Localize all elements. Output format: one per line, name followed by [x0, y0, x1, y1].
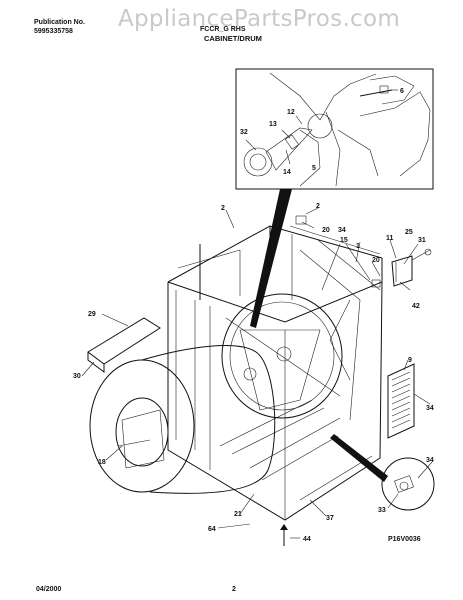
zoom-detail-circle	[330, 434, 435, 511]
leader-lines	[81, 89, 433, 539]
callout-29: 29	[88, 311, 96, 318]
callout-30: 30	[73, 373, 81, 380]
inset-detail	[235, 68, 434, 190]
callout-5: 5	[312, 165, 316, 172]
callout-9: 9	[408, 357, 412, 364]
model-number: FCCR_G RHS	[200, 26, 246, 33]
callout-21: 21	[234, 511, 242, 518]
callout-20a: 20	[322, 227, 330, 234]
callout-18: 18	[98, 459, 106, 466]
callout-44: 44	[303, 536, 311, 543]
callout-25: 25	[405, 229, 413, 236]
callout-13: 13	[269, 121, 277, 128]
section-title: CABINET/DRUM	[204, 34, 262, 43]
callout-labels: 6 12 13 32 14 5 2 2 20 34 11 25 31 15 1 …	[73, 88, 434, 543]
callout-14: 14	[283, 169, 291, 176]
diagram-code: P16V0036	[388, 536, 421, 543]
drum-baffle	[87, 317, 161, 373]
drum-bulkhead	[221, 293, 343, 419]
drum	[89, 345, 276, 494]
callout-33: 33	[378, 507, 386, 514]
callout-15: 15	[340, 237, 348, 244]
callout-1: 1	[356, 243, 360, 250]
watermark: AppliancePartsPros.com	[118, 6, 401, 32]
footer-page-number: 2	[232, 586, 236, 593]
callout-2a: 2	[221, 205, 225, 212]
callout-64: 64	[208, 526, 216, 533]
door-switch-bracket	[391, 248, 432, 287]
callout-2b: 2	[316, 203, 320, 210]
callout-32: 32	[240, 129, 248, 136]
vent-grille	[387, 363, 415, 439]
screw	[280, 524, 288, 546]
inset-pointer	[250, 189, 292, 328]
footer-date: 04/2000	[36, 586, 62, 593]
publication-label: Publication No.	[34, 19, 85, 26]
callout-12: 12	[287, 109, 295, 116]
callout-34b: 34	[426, 405, 434, 412]
callout-42: 42	[412, 303, 420, 310]
cabinet-frame	[167, 215, 383, 521]
callout-20b: 20	[372, 257, 380, 264]
callout-34a: 34	[338, 227, 346, 234]
callout-6: 6	[400, 88, 404, 95]
callout-34c: 34	[426, 457, 434, 464]
callout-31: 31	[418, 237, 426, 244]
callout-37: 37	[326, 515, 334, 522]
callout-11: 11	[386, 235, 394, 242]
publication-number: 5995335758	[34, 28, 73, 35]
